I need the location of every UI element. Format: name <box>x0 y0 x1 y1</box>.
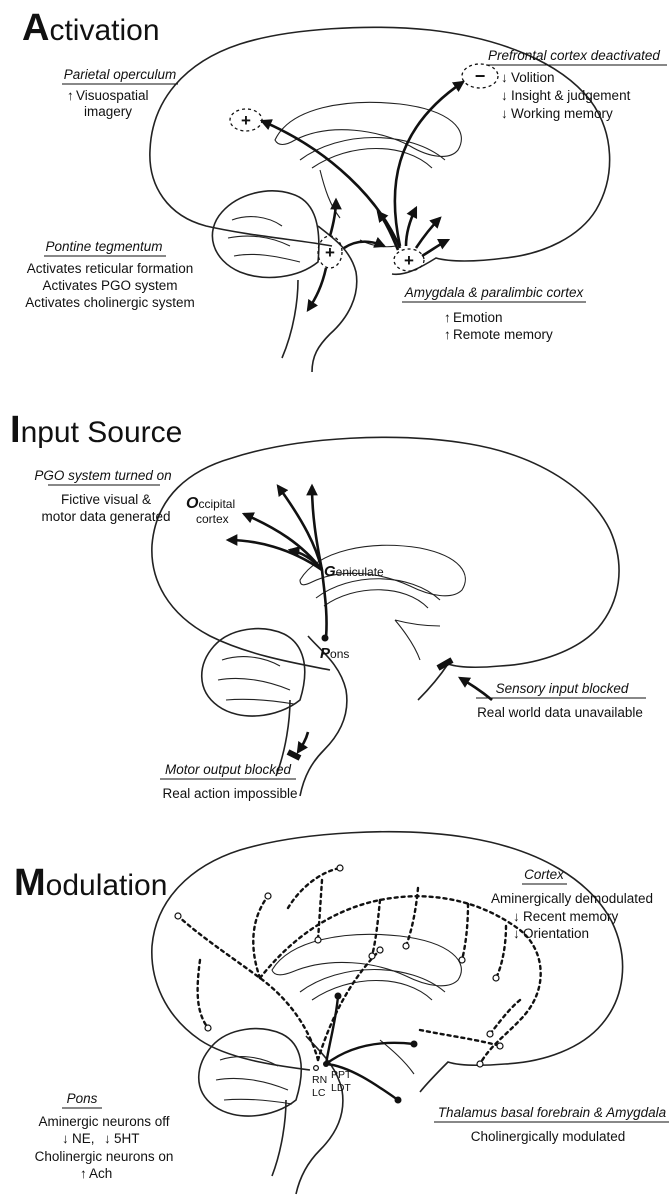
svg-text:Volition: Volition <box>511 70 555 85</box>
up-arrow-icon: ↑ <box>444 310 451 325</box>
svg-text:Insight & judgement: Insight & judgement <box>511 88 631 103</box>
svg-text:Geniculate: Geniculate <box>324 563 384 580</box>
label-amygdala-paralimbic: Amygdala & paralimbic cortex ↑ Emotion ↑… <box>402 285 586 342</box>
sensory-block-bar <box>438 660 452 668</box>
input-source-panel: Input Source <box>10 409 646 801</box>
svg-text:Pons: Pons <box>320 645 349 662</box>
svg-text:Cortex: Cortex <box>524 867 565 882</box>
svg-text:cortex: cortex <box>196 512 229 526</box>
svg-text:Recent memory: Recent memory <box>523 909 619 924</box>
svg-text:imagery: imagery <box>84 104 132 119</box>
plus-marker-parietal: + <box>230 109 262 131</box>
svg-text:+: + <box>325 243 335 262</box>
label-occipital-cortex: Occipital cortex <box>186 495 235 526</box>
svg-text:Activates reticular formation: Activates reticular formation <box>27 261 194 276</box>
svg-text:Aminergically demodulated: Aminergically demodulated <box>491 891 653 906</box>
up-arrow-icon: ↑ <box>67 88 74 103</box>
motor-block-bar <box>288 752 300 758</box>
down-arrow-icon: ↓ <box>513 926 520 941</box>
svg-text:Sensory input blocked: Sensory input blocked <box>496 681 629 696</box>
svg-text:5HT: 5HT <box>114 1131 140 1146</box>
label-pons-modulation: Pons Aminergic neurons off ↓ NE, ↓ 5HT C… <box>35 1091 174 1181</box>
svg-text:PGO system turned on: PGO system turned on <box>34 468 171 483</box>
label-motor-output: Motor output blocked Real action impossi… <box>160 762 298 801</box>
svg-text:RN: RN <box>312 1074 327 1086</box>
up-arrow-icon: ↑ <box>80 1166 87 1181</box>
nuclei-labels: RN LC PPT LDT <box>312 1069 352 1099</box>
svg-text:Motor output blocked: Motor output blocked <box>165 762 292 777</box>
svg-text:LC: LC <box>312 1087 326 1099</box>
down-arrow-icon: ↓ <box>513 909 520 924</box>
svg-text:Emotion: Emotion <box>453 310 503 325</box>
pons-dot <box>322 635 329 642</box>
label-pons-input: Pons <box>320 645 349 662</box>
svg-text:+: + <box>404 251 414 270</box>
svg-text:+: + <box>241 111 251 130</box>
svg-text:NE,: NE, <box>72 1131 95 1146</box>
brain-outline-input <box>152 437 619 796</box>
input-arrows <box>228 486 492 758</box>
svg-text:Aminergic neurons off: Aminergic neurons off <box>38 1114 169 1129</box>
svg-text:Working memory: Working memory <box>511 106 613 121</box>
svg-text:Pons: Pons <box>67 1091 98 1106</box>
svg-text:Visuospatial: Visuospatial <box>76 88 149 103</box>
down-arrow-icon: ↓ <box>501 106 508 121</box>
label-thalamus: Thalamus basal forebrain & Amygdala Chol… <box>434 1105 669 1144</box>
svg-text:Activates PGO system: Activates PGO system <box>42 278 177 293</box>
svg-text:LDT: LDT <box>331 1082 351 1094</box>
label-sensory-input: Sensory input blocked Real world data un… <box>476 681 646 720</box>
svg-text:−: − <box>475 66 486 86</box>
up-arrow-icon: ↑ <box>444 327 451 342</box>
svg-text:Cholinergic neurons on: Cholinergic neurons on <box>35 1149 174 1164</box>
svg-text:Pontine tegmentum: Pontine tegmentum <box>45 239 162 254</box>
svg-text:Fictive visual &: Fictive visual & <box>61 492 151 507</box>
svg-text:Parietal operculum: Parietal operculum <box>64 67 177 82</box>
down-arrow-icon: ↓ <box>104 1131 111 1146</box>
activation-title: Activation <box>22 7 160 49</box>
label-parietal-operculum: Parietal operculum ↑ Visuospatial imager… <box>62 67 178 119</box>
svg-text:Thalamus basal forebrain & Amy: Thalamus basal forebrain & Amygdala <box>438 1105 667 1120</box>
down-arrow-icon: ↓ <box>62 1131 69 1146</box>
input-source-title: Input Source <box>10 409 182 451</box>
label-pontine-tegmentum: Pontine tegmentum Activates reticular fo… <box>25 239 195 310</box>
svg-text:Amygdala & paralimbic cortex: Amygdala & paralimbic cortex <box>404 285 585 300</box>
label-geniculate: Geniculate <box>324 563 384 580</box>
down-arrow-icon: ↓ <box>501 88 508 103</box>
activation-panel: Activation + − + <box>22 7 667 372</box>
modulation-panel: Modulation <box>14 832 669 1194</box>
svg-text:motor data generated: motor data generated <box>41 509 170 524</box>
svg-text:Activates cholinergic system: Activates cholinergic system <box>25 295 195 310</box>
cholinergic-projections <box>314 993 418 1104</box>
label-pgo-system: PGO system turned on Fictive visual & mo… <box>34 468 171 524</box>
down-arrow-icon: ↓ <box>501 70 508 85</box>
svg-text:Prefrontal cortex deactivated: Prefrontal cortex deactivated <box>488 48 660 63</box>
activation-arrows <box>262 82 463 310</box>
svg-text:Occipital: Occipital <box>186 495 235 512</box>
minus-marker-prefrontal: − <box>462 64 498 88</box>
svg-text:Real world data unavailable: Real world data unavailable <box>477 705 643 720</box>
plus-marker-pontine: + <box>318 236 342 268</box>
modulation-title: Modulation <box>14 862 167 904</box>
svg-text:PPT: PPT <box>331 1069 352 1081</box>
svg-text:Ach: Ach <box>89 1166 112 1181</box>
aminergic-projections <box>175 865 541 1067</box>
svg-text:Remote memory: Remote memory <box>453 327 553 342</box>
svg-text:Cholinergically modulated: Cholinergically modulated <box>471 1129 626 1144</box>
svg-text:Real action impossible: Real action impossible <box>162 786 297 801</box>
svg-text:Orientation: Orientation <box>523 926 589 941</box>
